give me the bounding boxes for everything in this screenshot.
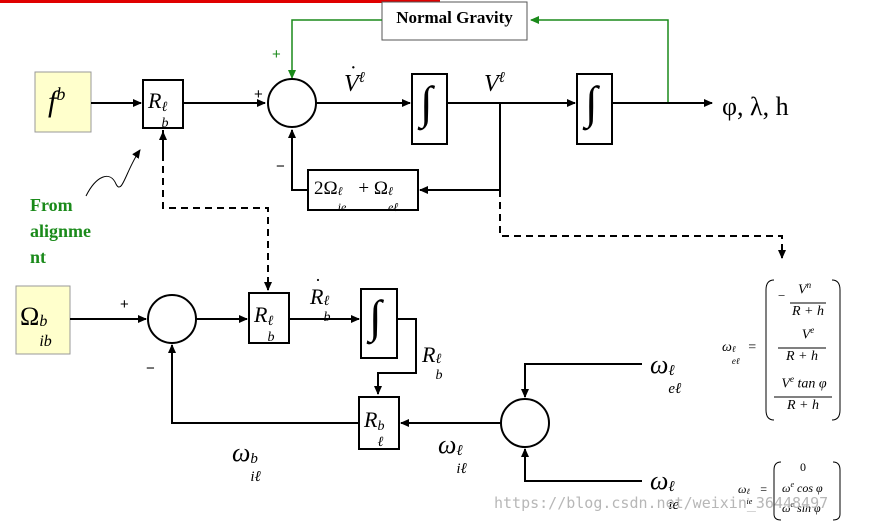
fb-block bbox=[34, 71, 92, 133]
omega-el-row3-num: Ve tan φ bbox=[781, 374, 827, 392]
omega-ie-row1: 0 bbox=[800, 460, 806, 474]
top-red-bar bbox=[0, 0, 440, 3]
integral-1-symbol: ∫ bbox=[420, 77, 433, 128]
gravity-feedback-line bbox=[530, 16, 669, 103]
normal-gravity-box bbox=[381, 1, 528, 41]
omega-ie-row2: ωe cos φ bbox=[782, 480, 823, 495]
sign-minus-sum1: − bbox=[276, 158, 285, 175]
from-alignment-label: From alignme nt bbox=[30, 195, 91, 267]
integral-2-symbol: ∫ bbox=[585, 77, 598, 128]
integrator-3 bbox=[360, 288, 398, 359]
integral-3-symbol: ∫ bbox=[369, 291, 382, 342]
v-label: Vℓ bbox=[484, 70, 505, 97]
omega-el-row1-sign: − bbox=[778, 288, 786, 303]
sign-minus-sum2: − bbox=[146, 360, 155, 377]
output-label: φ, λ, h bbox=[722, 92, 789, 121]
v-dot-label: V·ℓ bbox=[344, 57, 365, 97]
omega-el-row2-den: R + h bbox=[786, 349, 818, 364]
omega-el-row2-num: Ve bbox=[801, 325, 815, 343]
sign-plus-gravity: + bbox=[272, 46, 281, 63]
sign-plus-sum2: + bbox=[120, 296, 129, 313]
sum-junction-2 bbox=[147, 294, 197, 344]
gravity-input-line bbox=[288, 19, 382, 79]
fb-label: fb bbox=[48, 84, 66, 118]
sum-junction-3 bbox=[500, 398, 550, 448]
omega-el-row1-den: R + h bbox=[792, 304, 824, 319]
omega-el-row1-num: Vn bbox=[798, 280, 812, 298]
integrator-1 bbox=[411, 73, 448, 145]
integrator-2 bbox=[576, 73, 613, 145]
normal-gravity-label: Normal Gravity bbox=[396, 8, 513, 27]
omega-el-row3-den: R + h bbox=[787, 398, 819, 413]
sign-plus-sum1: + bbox=[254, 86, 263, 103]
rbl-top-block bbox=[142, 79, 184, 129]
sum-junction-1 bbox=[267, 78, 317, 128]
omega-ie-row3: ωe sin φ bbox=[782, 500, 821, 515]
watermark-url: https://blog.csdn.net/weixin_36448497 bbox=[494, 494, 829, 512]
coriolis-block bbox=[307, 169, 419, 211]
